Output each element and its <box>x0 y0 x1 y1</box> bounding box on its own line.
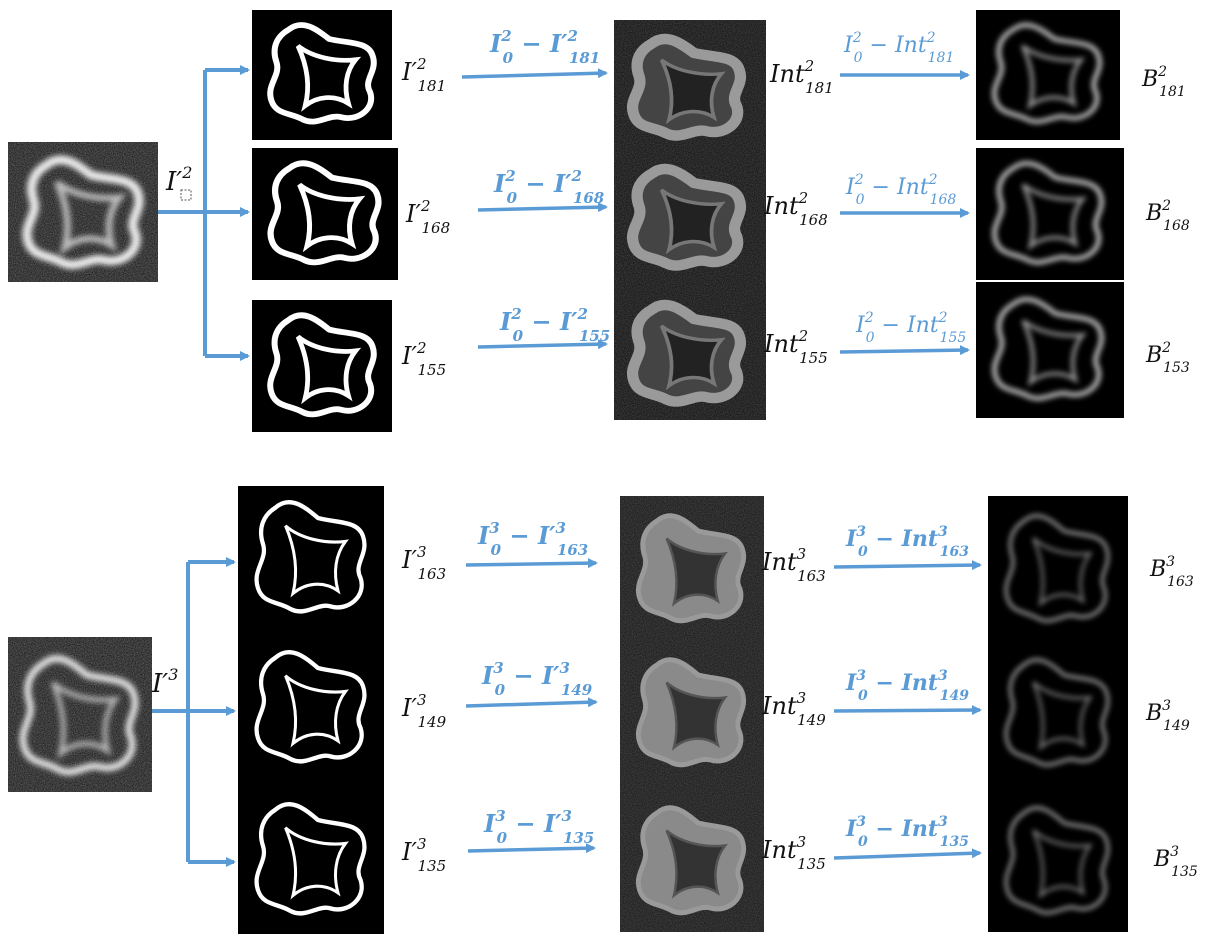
arrow-sub-3-163 <box>465 558 598 569</box>
source-image-scale-2 <box>8 142 158 282</box>
intermediate-image-3-column <box>620 496 764 932</box>
source-image-scale-3 <box>8 637 152 792</box>
branch-connector-scale-2 <box>158 65 250 361</box>
branch-connector-scale-3 <box>152 557 236 867</box>
boundary-image-2-181 <box>976 10 1120 140</box>
arrow-diff-3-163 <box>833 560 982 571</box>
arrow-sub-2-181 <box>461 68 608 79</box>
arrow-sub-3-135 <box>467 843 596 854</box>
binary-image-2-181 <box>252 10 392 140</box>
arrow-diff-3-135 <box>833 848 982 860</box>
boundary-image-2-153 <box>976 282 1124 418</box>
arrow-diff-2-155 <box>839 345 970 356</box>
arrow-sub-2-168 <box>477 202 608 213</box>
binary-image-2-168 <box>252 148 398 280</box>
intermediate-image-2-column <box>614 20 766 420</box>
arrow-diff-3-149 <box>833 705 982 716</box>
arrow-sub-3-149 <box>465 697 598 708</box>
binary-image-3-column <box>238 486 384 934</box>
source-label-scale-3: I′3​ <box>151 665 178 699</box>
arrow-sub-2-155 <box>477 339 608 350</box>
source-label-scale-2: I′2​ <box>165 163 192 197</box>
empty-subscript-placeholder <box>180 189 192 201</box>
binary-image-2-155 <box>252 300 392 432</box>
boundary-image-3-column <box>988 496 1128 932</box>
boundary-image-2-168 <box>976 148 1124 280</box>
